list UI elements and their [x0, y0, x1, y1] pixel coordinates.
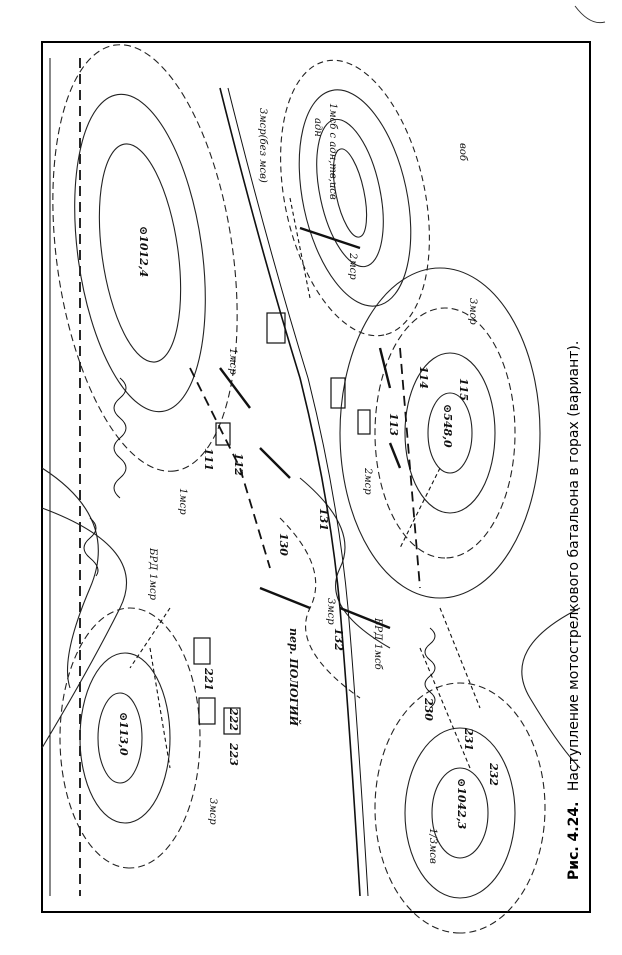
- stream-left: [83, 517, 99, 577]
- obj-230: 230: [422, 697, 435, 721]
- height-548: ⊙548,0: [441, 404, 454, 448]
- main-road-edge: [227, 87, 369, 897]
- label-1msr-small: 1мср: [177, 488, 188, 515]
- label-1msr: 1мср: [227, 348, 238, 375]
- caption-figure-label: Рис. 4.24.: [566, 802, 582, 880]
- hill-ne-contours: [280, 59, 430, 337]
- height-1042: ⊙1042,3: [455, 778, 468, 830]
- label-pass-pologiy: пер. ПОЛОГИЙ: [287, 628, 302, 727]
- obj-114: 114: [417, 366, 430, 389]
- label-2msr-top: 2мср: [347, 252, 358, 280]
- map-frame: [41, 41, 591, 913]
- label-3msr-bottom: 3мср: [207, 798, 218, 825]
- obj-131: 131: [317, 508, 330, 531]
- svg-text:Рис. 4.24. Наступление м: Рис. 4.24. Наступление мотострелкового б…: [566, 341, 582, 880]
- obj-111: 111: [202, 448, 215, 471]
- label-2msr-mid: 2мср: [362, 467, 373, 495]
- phase-lines: [189, 226, 421, 630]
- label-3msr-bez: 3мср(без мсв): [257, 108, 268, 183]
- obj-231: 231: [462, 727, 475, 751]
- height-113: ⊙113,0: [117, 712, 130, 756]
- label-brd-1msb: БРД 1мсб: [372, 617, 383, 671]
- label-brd-1msr: БРД 1мср: [147, 547, 158, 601]
- label-adn: адн: [312, 118, 323, 137]
- obj-223: 223: [227, 742, 240, 766]
- obj-232: 232: [487, 762, 500, 786]
- height-1012: ⊙1012,4: [137, 226, 150, 277]
- map-body: ⊙1012,4 ⊙113,0 ⊙548,0 ⊙1042,3 3мср(без м…: [41, 44, 581, 934]
- label-1msb-adn: 1мсб с адн,тв,исв: [327, 103, 338, 200]
- hill-1012-contours: [52, 44, 238, 472]
- obj-115: 115: [457, 378, 470, 401]
- attack-arrows: [129, 197, 481, 769]
- hill-548-contours: [339, 267, 541, 599]
- obj-112: 112: [232, 453, 245, 476]
- obj-132: 132: [332, 628, 345, 651]
- stream-lower: [424, 627, 436, 709]
- stream-upper: [113, 377, 127, 499]
- corner-mark: [574, 5, 606, 24]
- obj-221: 221: [202, 667, 215, 691]
- hill-113-contours: [59, 607, 201, 869]
- obj-130: 130: [277, 533, 290, 556]
- label-vob: воб: [457, 143, 468, 162]
- label-3msr-right: 3мср: [467, 298, 478, 325]
- label-3msr-road: 3мср: [325, 598, 336, 625]
- caption-title: Наступление мотострелкового батальона в …: [566, 341, 582, 791]
- main-road: [219, 87, 361, 897]
- figure-caption: Рис. 4.24. Наступление мотострелкового б…: [566, 341, 582, 880]
- hill-1042-contours: [374, 682, 546, 934]
- label-1-3msv: 1/3мсв: [427, 828, 438, 864]
- obj-222: 222: [227, 707, 240, 731]
- ridge-lines: [41, 467, 581, 769]
- unit-symbols: [193, 312, 371, 735]
- obj-113: 113: [387, 413, 400, 436]
